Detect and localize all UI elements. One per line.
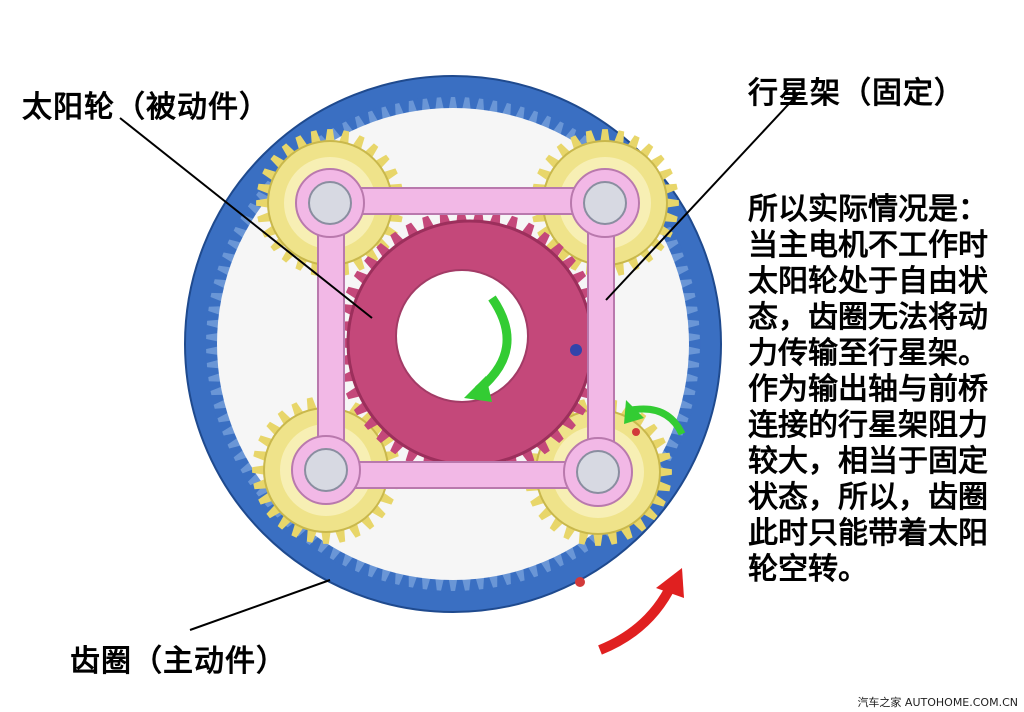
- explanation-line: 轮空转。: [748, 552, 868, 587]
- ring-leader-line: [189, 579, 331, 631]
- carrier-bar-top: [321, 187, 613, 215]
- planet-marker-dot: [632, 428, 640, 436]
- carrier-label: 行星架（固定）: [748, 76, 965, 111]
- explanation-line: 状态，所以，齿圈: [748, 480, 988, 515]
- explanation-line: 太阳轮处于自由状: [748, 264, 988, 299]
- ring-arrow-head: [656, 568, 684, 598]
- explanation-line: 所以实际情况是：: [748, 192, 988, 227]
- hub-pin: [308, 181, 352, 225]
- ring-marker-dot: [575, 577, 585, 587]
- carrier-hub: [570, 168, 640, 238]
- hub-pin: [583, 181, 627, 225]
- explanation-line: 态，齿圈无法将动: [748, 300, 988, 335]
- hub-pin: [304, 448, 348, 492]
- carrier-hub: [295, 168, 365, 238]
- planet-rotation-arrow: [631, 405, 686, 436]
- carrier-hub: [563, 437, 633, 507]
- rotation-arrows: [464, 295, 686, 655]
- explanation-line: 当主电机不工作时: [748, 228, 988, 263]
- explanation-line: 作为输出轴与前桥: [748, 372, 988, 407]
- explanation-text: 所以实际情况是： 当主电机不工作时 太阳轮处于自由状 态，齿圈无法将动 力传输至…: [748, 192, 1018, 588]
- hub-pin: [576, 450, 620, 494]
- explanation-line: 较大，相当于固定: [748, 444, 988, 479]
- explanation-line: 此时只能带着太阳: [748, 516, 988, 551]
- ring-gear-label: 齿圈（主动件）: [70, 644, 287, 679]
- watermark: 汽车之家 AUTOHOME.COM.CN: [857, 696, 1018, 709]
- carrier-hubs: [291, 168, 640, 507]
- carrier-leader-line: [605, 91, 801, 301]
- sun-rotation-arrow: [475, 295, 512, 394]
- sun-marker-dot: [570, 344, 582, 356]
- sun-leader-line: [119, 117, 373, 319]
- sun-arrow-head: [464, 376, 492, 402]
- ring-rotation-arrow: [598, 581, 677, 655]
- explanation-line: 连接的行星架阻力: [748, 408, 988, 443]
- carrier-hub: [291, 435, 361, 505]
- planet-carrier: [291, 168, 640, 507]
- explanation-line: 力传输至行星架。: [748, 336, 988, 371]
- planet-arrow-head: [624, 400, 644, 424]
- sun-gear-label: 太阳轮（被动件）: [22, 90, 270, 125]
